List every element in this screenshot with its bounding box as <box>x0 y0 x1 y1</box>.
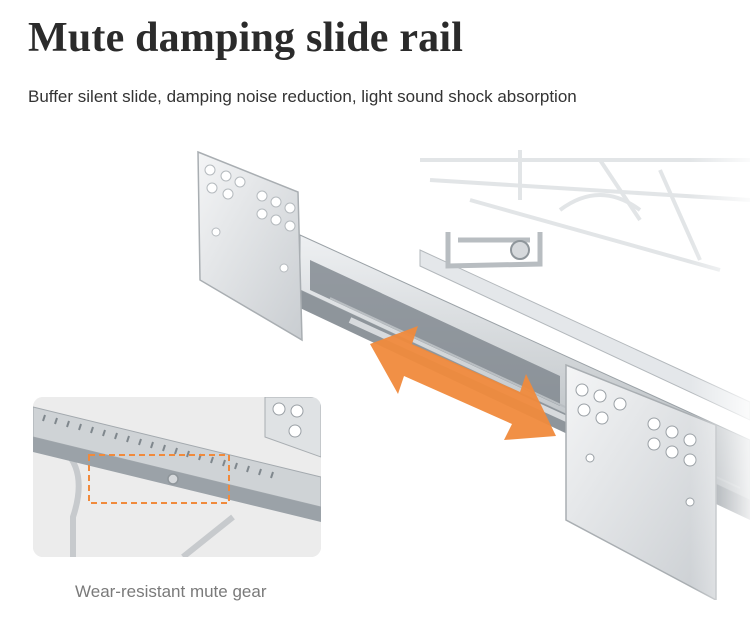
slide-rail-illustration <box>197 140 750 600</box>
page-subtitle: Buffer silent slide, damping noise reduc… <box>28 87 577 106</box>
left-mount-plate <box>197 150 303 342</box>
gear-detail-illustration <box>33 397 321 557</box>
mute-gear-inset <box>33 397 321 557</box>
dashed-highlight-box <box>88 454 230 504</box>
screw-icon <box>510 240 530 260</box>
clip-bracket <box>445 232 543 269</box>
inset-caption: Wear-resistant mute gear <box>75 582 267 601</box>
page-title: Mute damping slide rail <box>28 15 464 61</box>
double-arrow-icon <box>370 326 556 440</box>
